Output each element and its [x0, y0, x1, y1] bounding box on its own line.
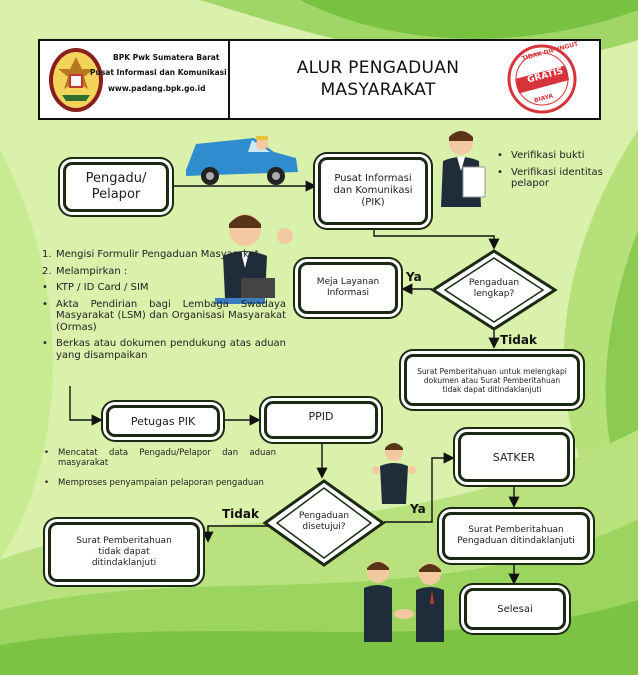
verify-item-text: Verifikasi identitas pelapor — [511, 166, 603, 190]
title-line-2: MASYARAKAT — [320, 80, 436, 100]
number-marker: 2. — [42, 265, 52, 277]
requirement-item: 1. Mengisi Formulir Pengaduan Masyarakat — [42, 249, 286, 261]
label-ya-lengkap: Ya — [406, 270, 422, 284]
petugas-task-list: • Mencatat data Pengadu/Pelapor dan aduan… — [44, 448, 276, 493]
pengadu-line-2: Pelapor — [91, 187, 141, 202]
bullet-icon: • — [44, 448, 50, 458]
label-ya-disetujui: Ya — [410, 502, 426, 516]
stamp-icon — [507, 44, 577, 114]
ppid-label: PPID — [308, 410, 334, 423]
pik-line-1: Pusat Informasi — [334, 173, 412, 184]
label-tidak-lengkap: Tidak — [500, 333, 537, 347]
car-illustration-icon — [186, 136, 298, 185]
verification-list: • Verifikasi bukti • Verifikasi identitas … — [497, 150, 627, 195]
requirement-item: 2. Melampirkan : — [42, 266, 286, 278]
attachment-item: • Berkas atau dokumen pendukung atas adua… — [42, 338, 286, 361]
surat-ok-line-1: Surat Pemberitahuan — [468, 525, 564, 535]
title-line-1: ALUR PENGADUAN — [296, 58, 460, 78]
attachment-text: Akta Pendirian bagi Lembaga Swadaya Masy… — [56, 298, 286, 333]
node-selesai: Selesai — [464, 588, 566, 630]
verify-item: • Verifikasi identitas pelapor — [497, 167, 627, 190]
node-pengadu-pelapor: Pengadu/Pelapor — [63, 162, 169, 212]
page-title: ALUR PENGADUAN MASYARAKAT — [278, 57, 478, 101]
header-panel: BPK Pwk Sumatera Barat Pusat Informasi d… — [38, 39, 601, 120]
disetujui-line-2: disetujui? — [302, 522, 346, 532]
attachment-text: Berkas atau dokumen pendukung atas aduan… — [56, 338, 286, 361]
task-item: • Memproses penyampaian pelaporan pengadu… — [44, 478, 276, 488]
officer-illustration-icon — [441, 131, 486, 207]
pik-line-2: dan Komunikasi — [333, 185, 413, 196]
attachment-item: • KTP / ID Card / SIM — [42, 282, 286, 294]
surat-ok-line-2: Pengaduan ditindaklanjuti — [457, 536, 575, 546]
requirement-text: Melampirkan : — [56, 265, 128, 277]
org-name: BPK Pwk Sumatera Barat — [113, 53, 220, 62]
surat-tidak-line-3: ditindaklanjuti — [91, 557, 157, 568]
verify-item: • Verifikasi bukti — [497, 150, 627, 162]
verify-item-text: Verifikasi bukti — [511, 150, 585, 161]
surat1-line-1: Surat Pemberitahuan untuk melengkapi — [417, 366, 567, 376]
pengadu-line-1: Pengadu/ — [85, 171, 147, 186]
task-text: Mencatat data Pengadu/Pelapor dan aduan … — [58, 448, 276, 468]
disetujui-line-1: Pengaduan — [298, 511, 350, 521]
node-ppid: PPID — [264, 401, 378, 439]
requirement-text: Mengisi Formulir Pengaduan Masyarakat — [56, 249, 259, 260]
petugas-label: Petugas PIK — [130, 414, 196, 428]
bullet-icon: • — [42, 338, 48, 349]
satker-label: SATKER — [492, 450, 536, 464]
lengkap-line-2: lengkap? — [473, 289, 515, 299]
task-item: • Mencatat data Pengadu/Pelapor dan aduan… — [44, 448, 276, 468]
node-satker: SATKER — [458, 432, 570, 482]
decision-disetujui: Pengaduan disetujui? — [284, 511, 364, 533]
node-petugas-pik: Petugas PIK — [106, 405, 220, 437]
bullet-icon: • — [497, 150, 503, 161]
attachment-item: • Akta Pendirian bagi Lembaga Swadaya Mas… — [42, 299, 286, 334]
handshake-illustration-icon — [364, 561, 444, 642]
surat-tidak-line-1: Surat Pemberitahuan — [76, 535, 172, 546]
surat-tidak-line-2: tidak dapat — [98, 546, 150, 557]
decision-lengkap: Pengaduan lengkap? — [454, 278, 534, 300]
label-tidak-disetujui: Tidak — [222, 507, 259, 521]
meja-line-1: Meja Layanan — [316, 277, 380, 287]
number-marker: 1. — [42, 249, 52, 260]
free-of-charge-stamp: TIDAK DIPUNGUT GRATIS BIAYA — [505, 41, 579, 116]
task-text: Memproses penyampaian pelaporan pengadua… — [58, 478, 264, 488]
decision-disetujui-shape — [262, 479, 386, 567]
bullet-icon: • — [497, 166, 503, 178]
decision-lengkap-shape — [430, 249, 558, 331]
requirements-list: 1.Mengisi Formulir Pengaduan Masyarakat … — [42, 249, 286, 366]
surat1-line-3: tidak dapat ditindaklanjuti — [442, 384, 542, 394]
header-divider — [228, 41, 230, 118]
org-website: www.padang.bpk.go.id — [108, 84, 206, 93]
bullet-icon: • — [42, 282, 48, 293]
meja-line-2: Informasi — [326, 288, 370, 298]
org-unit: Pusat Informasi dan Komunikasi — [90, 68, 227, 77]
bullet-icon: • — [44, 478, 50, 488]
waving-man-illustration-icon — [215, 214, 293, 304]
surat1-line-2: dokumen atau Surat Pemberitahuan — [423, 375, 561, 385]
garuda-emblem-icon — [49, 48, 103, 112]
thumbs-up-man-illustration-icon — [372, 443, 416, 504]
selesai-label: Selesai — [497, 603, 533, 615]
bullet-icon: • — [42, 298, 48, 310]
pik-line-3: (PIK) — [361, 197, 385, 208]
lengkap-line-1: Pengaduan — [468, 278, 520, 288]
attachment-text: KTP / ID Card / SIM — [56, 282, 149, 293]
